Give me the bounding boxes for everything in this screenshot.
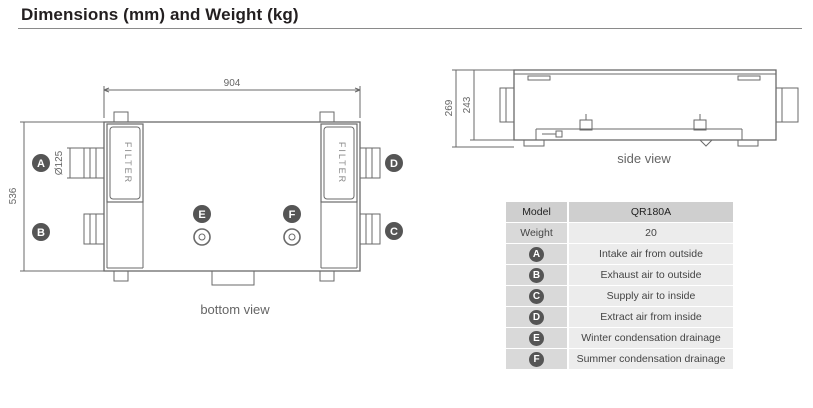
spec-table-row: C Supply air to inside bbox=[506, 285, 733, 307]
port-badge-f: F bbox=[283, 205, 301, 223]
page-title: Dimensions (mm) and Weight (kg) bbox=[21, 5, 299, 24]
bottom-view-caption: bottom view bbox=[200, 302, 270, 317]
spec-table-row: E Winter condensation drainage bbox=[506, 327, 733, 349]
duct-b bbox=[83, 213, 105, 245]
spec-header-label: Model bbox=[506, 202, 569, 223]
port-key-badge: F bbox=[529, 351, 544, 367]
spec-row-key: F bbox=[506, 348, 569, 370]
duct-a bbox=[83, 147, 105, 179]
side-view-caption: side view bbox=[617, 151, 671, 166]
svg-text:A: A bbox=[37, 158, 45, 170]
spec-table-row: B Exhaust air to outside bbox=[506, 264, 733, 286]
spec-table-row: F Summer condensation drainage bbox=[506, 348, 733, 370]
spec-row-key: C bbox=[506, 285, 569, 307]
port-badge-c: C bbox=[385, 222, 403, 240]
unit-body-side bbox=[499, 69, 799, 147]
height-dimension-label: 536 bbox=[8, 187, 19, 204]
body-height-dimension-label: 243 bbox=[462, 96, 473, 113]
port-key-badge: C bbox=[529, 288, 544, 304]
svg-text:D: D bbox=[390, 158, 398, 170]
width-dimension-label: 904 bbox=[224, 78, 241, 89]
spec-row-value: 20 bbox=[568, 222, 733, 244]
svg-text:F: F bbox=[289, 209, 296, 221]
svg-text:E: E bbox=[198, 209, 205, 221]
drain-fitting-f bbox=[283, 228, 301, 246]
unit-body-bottom bbox=[103, 111, 361, 286]
duct-diameter-label: Ø125 bbox=[54, 150, 65, 175]
spec-table-row: A Intake air from outside bbox=[506, 243, 733, 265]
port-badge-a: A bbox=[32, 154, 50, 172]
duct-d bbox=[359, 147, 381, 179]
spec-row-value: Summer condensation drainage bbox=[568, 348, 733, 370]
svg-text:B: B bbox=[37, 227, 45, 239]
port-badge-b: B bbox=[32, 223, 50, 241]
filter-label-right: FILTER bbox=[337, 142, 347, 184]
spec-row-key: Weight bbox=[506, 222, 569, 244]
spec-row-key: B bbox=[506, 264, 569, 286]
port-badge-d: D bbox=[385, 154, 403, 172]
spec-row-key: A bbox=[506, 243, 569, 265]
side-view-dimensions bbox=[452, 69, 514, 148]
spec-row-value: Exhaust air to outside bbox=[568, 264, 733, 286]
width-dimension-line bbox=[103, 86, 361, 118]
title-divider bbox=[18, 28, 802, 29]
spec-row-value: Intake air from outside bbox=[568, 243, 733, 265]
duct-c bbox=[359, 213, 381, 245]
drain-fitting-e bbox=[193, 228, 211, 246]
port-badge-e: E bbox=[193, 205, 211, 223]
height-dimension-line bbox=[20, 121, 104, 272]
filter-label-left: FILTER bbox=[123, 142, 133, 184]
spec-row-key: E bbox=[506, 327, 569, 349]
port-key-badge: B bbox=[529, 267, 544, 283]
port-key-badge: D bbox=[529, 309, 544, 325]
port-key-badge: A bbox=[529, 246, 544, 262]
spec-row-value: Supply air to inside bbox=[568, 285, 733, 307]
spec-header-value: QR180A bbox=[568, 202, 733, 223]
duct-diameter-dimension bbox=[67, 147, 84, 179]
port-key-badge: E bbox=[529, 330, 544, 346]
spec-table-row: D Extract air from inside bbox=[506, 306, 733, 328]
spec-row-value: Winter condensation drainage bbox=[568, 327, 733, 349]
spec-row-value: Extract air from inside bbox=[568, 306, 733, 328]
spec-row-key: D bbox=[506, 306, 569, 328]
svg-text:C: C bbox=[390, 226, 398, 238]
spec-table-header: Model QR180A bbox=[506, 202, 733, 223]
outer-height-dimension-label: 269 bbox=[444, 99, 455, 116]
